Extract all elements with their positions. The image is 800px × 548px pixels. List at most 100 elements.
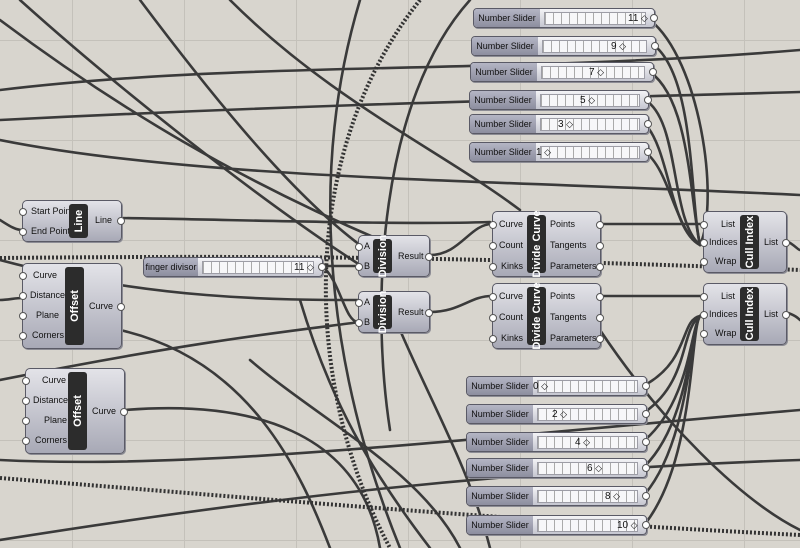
output-grip[interactable] — [649, 68, 657, 76]
offset-core[interactable]: Offset — [68, 372, 87, 450]
number-slider-7[interactable]: Number Slider 0 — [466, 376, 650, 396]
input-grip[interactable] — [489, 293, 497, 301]
input-grip[interactable] — [700, 258, 708, 266]
output-grip[interactable] — [644, 120, 652, 128]
slider-value[interactable]: 7 — [589, 63, 604, 82]
input-grip[interactable] — [22, 437, 30, 445]
output-grip[interactable] — [782, 239, 790, 247]
division-component-1[interactable]: A B Division Result — [355, 235, 433, 277]
line-component[interactable]: Start Point End Point Line Line — [19, 200, 125, 242]
input-grip[interactable] — [19, 332, 27, 340]
input-grip[interactable] — [700, 293, 708, 301]
input-grip[interactable] — [355, 263, 363, 271]
output-grip[interactable] — [644, 96, 652, 104]
number-slider-10[interactable]: Number Slider 6 — [466, 458, 650, 478]
output-grip[interactable] — [782, 311, 790, 319]
slider-track[interactable] — [537, 380, 638, 393]
slider-value[interactable]: 3 — [558, 115, 573, 134]
output-grip[interactable] — [120, 408, 128, 416]
slider-track[interactable] — [544, 12, 646, 25]
line-core[interactable]: Line — [69, 204, 88, 238]
input-grip[interactable] — [19, 208, 27, 216]
cull-index-component-2[interactable]: List Indices Wrap Cull Index List — [700, 283, 790, 345]
number-slider-1[interactable]: Number Slider 11 — [473, 8, 658, 28]
input-grip[interactable] — [489, 335, 497, 343]
output-grip[interactable] — [642, 464, 650, 472]
input-grip[interactable] — [22, 417, 30, 425]
output-grip[interactable] — [642, 382, 650, 390]
output-grip[interactable] — [642, 492, 650, 500]
slider-value[interactable]: 6 — [587, 459, 602, 478]
output-grip[interactable] — [117, 303, 125, 311]
cull-index-component-1[interactable]: List Indices Wrap Cull Index List — [700, 211, 790, 273]
number-slider-2[interactable]: Number Slider 9 — [471, 36, 659, 56]
number-slider-3[interactable]: Number Slider 7 — [470, 62, 657, 82]
slider-value[interactable]: 5 — [580, 91, 595, 110]
output-grip[interactable] — [596, 335, 604, 343]
output-grip[interactable] — [651, 42, 659, 50]
output-grip[interactable] — [425, 309, 433, 317]
input-grip[interactable] — [19, 272, 27, 280]
output-grip[interactable] — [318, 263, 326, 271]
number-slider-6[interactable]: Number Slider 1 — [469, 142, 652, 162]
input-grip[interactable] — [489, 221, 497, 229]
input-grip[interactable] — [355, 299, 363, 307]
output-grip[interactable] — [117, 217, 125, 225]
input-grip[interactable] — [700, 239, 708, 247]
input-grip[interactable] — [489, 242, 497, 250]
slider-track[interactable] — [537, 519, 638, 532]
number-slider-9[interactable]: Number Slider 4 — [466, 432, 650, 452]
input-grip[interactable] — [19, 228, 27, 236]
divide-curve-core[interactable]: Divide Curve — [527, 282, 546, 350]
slider-value[interactable]: 0 — [533, 377, 548, 396]
slider-track[interactable] — [537, 490, 638, 503]
input-grip[interactable] — [22, 377, 30, 385]
output-grip[interactable] — [596, 314, 604, 322]
slider-value[interactable]: 2 — [552, 405, 567, 424]
input-grip[interactable] — [355, 319, 363, 327]
number-slider-5[interactable]: Number Slider 3 — [469, 114, 652, 134]
offset-core[interactable]: Offset — [65, 267, 84, 345]
cull-index-core[interactable]: Cull Index — [740, 287, 759, 341]
cull-index-core[interactable]: Cull Index — [740, 215, 759, 269]
number-slider-11[interactable]: Number Slider 8 — [466, 486, 650, 506]
output-grip[interactable] — [596, 242, 604, 250]
slider-value[interactable]: 10 — [617, 516, 638, 535]
input-grip[interactable] — [489, 314, 497, 322]
output-grip[interactable] — [650, 14, 658, 22]
output-grip[interactable] — [596, 221, 604, 229]
slider-value[interactable]: 11 — [294, 258, 314, 277]
input-grip[interactable] — [700, 330, 708, 338]
divide-curve-component-2[interactable]: Curve Count Kinks Divide Curve Points Ta… — [489, 282, 604, 350]
input-grip[interactable] — [19, 292, 27, 300]
output-grip[interactable] — [644, 148, 652, 156]
number-slider-8[interactable]: Number Slider 2 — [466, 404, 650, 424]
input-grip[interactable] — [19, 312, 27, 320]
division-core[interactable]: Division — [373, 235, 392, 277]
division-core[interactable]: Division — [373, 291, 392, 333]
output-grip[interactable] — [642, 438, 650, 446]
divide-curve-core[interactable]: Divide Curve — [527, 210, 546, 278]
output-grip[interactable] — [596, 263, 604, 271]
output-grip[interactable] — [425, 253, 433, 261]
input-grip[interactable] — [700, 311, 708, 319]
slider-value[interactable]: 1 — [536, 143, 551, 162]
input-grip[interactable] — [489, 263, 497, 271]
divide-curve-component-1[interactable]: Curve Count Kinks Divide Curve Points Ta… — [489, 210, 604, 278]
output-grip[interactable] — [596, 293, 604, 301]
finger-divisor-slider[interactable]: finger divisor 11 — [143, 257, 326, 277]
input-grip[interactable] — [700, 221, 708, 229]
input-grip[interactable] — [22, 397, 30, 405]
output-grip[interactable] — [642, 410, 650, 418]
slider-track[interactable] — [202, 261, 314, 274]
number-slider-4[interactable]: Number Slider 5 — [469, 90, 652, 110]
slider-track[interactable] — [542, 40, 647, 53]
offset-component-2[interactable]: Curve Distance Plane Corners Offset Curv… — [22, 368, 128, 454]
number-slider-12[interactable]: Number Slider 10 — [466, 515, 650, 535]
slider-value[interactable]: 11 — [628, 9, 648, 28]
slider-value[interactable]: 4 — [575, 433, 590, 452]
output-grip[interactable] — [642, 521, 650, 529]
slider-track[interactable] — [540, 146, 640, 159]
slider-value[interactable]: 9 — [611, 37, 626, 56]
input-grip[interactable] — [355, 243, 363, 251]
